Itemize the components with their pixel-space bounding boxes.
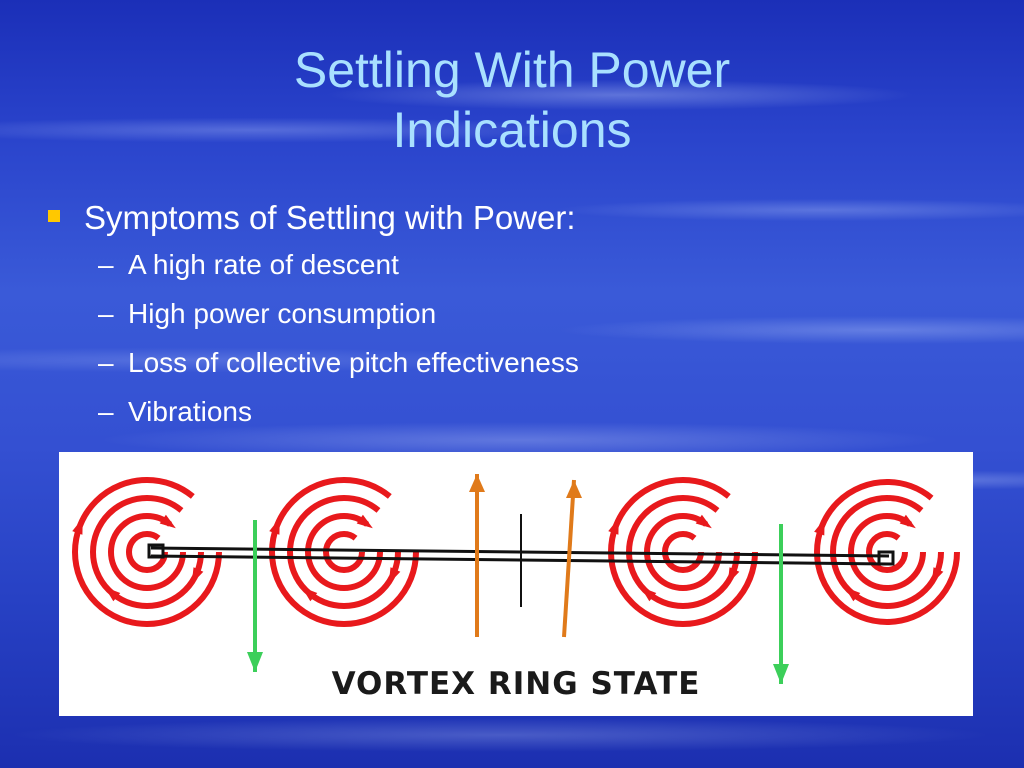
rotor-tip bbox=[147, 543, 165, 559]
vortex-arrow bbox=[727, 567, 740, 584]
vortex-arrow bbox=[899, 514, 916, 529]
vortex-arrow bbox=[931, 567, 944, 584]
vortex-ring bbox=[72, 477, 222, 627]
rotor-tip bbox=[877, 550, 895, 566]
vortex-ring bbox=[830, 495, 944, 609]
square-bullet-icon bbox=[48, 210, 60, 222]
dash-marker: – bbox=[98, 396, 114, 427]
downwash-arrow-head bbox=[247, 652, 263, 672]
vortex-arrow bbox=[356, 514, 373, 529]
vortex-arrow bbox=[72, 517, 83, 535]
sub-item-text: Loss of collective pitch effectiveness bbox=[128, 347, 579, 378]
vortex-arrow bbox=[608, 517, 619, 535]
sub-item: – Vibrations bbox=[46, 387, 986, 436]
title-line-2: Indications bbox=[392, 102, 632, 158]
vortex-arrow bbox=[695, 514, 712, 529]
upflow-arrow-shaft bbox=[562, 479, 576, 638]
vortex-ring bbox=[108, 513, 186, 591]
vortex-ring bbox=[848, 513, 926, 591]
vortex-ring bbox=[866, 531, 908, 573]
bullet-list: Symptoms of Settling with Power: – A hig… bbox=[46, 196, 986, 436]
sub-item: – High power consumption bbox=[46, 289, 986, 338]
vortex-arrow bbox=[104, 586, 121, 602]
sub-item-text: A high rate of descent bbox=[128, 249, 399, 280]
vortex-arrow bbox=[844, 586, 861, 602]
vortex-ring bbox=[305, 513, 383, 591]
bullet-item: Symptoms of Settling with Power: bbox=[46, 196, 986, 240]
vortex-arrow bbox=[301, 586, 318, 602]
vortex-ring-figure: VORTEX RING STATE bbox=[59, 452, 973, 716]
vortex-ring bbox=[662, 531, 704, 573]
title-line-1: Settling With Power bbox=[293, 42, 731, 98]
sub-item-text: Vibrations bbox=[128, 396, 253, 427]
slide-title: Settling With Power Indications bbox=[120, 40, 904, 160]
dash-marker: – bbox=[98, 249, 114, 280]
vortex-ring bbox=[323, 531, 365, 573]
vortex-diagram bbox=[72, 474, 960, 684]
bullet-text: Symptoms of Settling with Power: bbox=[84, 199, 576, 236]
sub-item: – A high rate of descent bbox=[46, 240, 986, 289]
vortex-arrow bbox=[814, 518, 825, 536]
upflow-arrow-head bbox=[469, 474, 485, 492]
vortex-arrow bbox=[159, 514, 176, 529]
vortex-arrow bbox=[191, 567, 204, 584]
vortex-arrow bbox=[640, 586, 657, 602]
figure-caption: VORTEX RING STATE bbox=[331, 666, 701, 702]
dash-marker: – bbox=[98, 298, 114, 329]
downwash-arrow-head bbox=[773, 664, 789, 684]
vortex-arrow bbox=[269, 517, 280, 535]
vortex-arrow bbox=[388, 567, 401, 584]
sub-item-text: High power consumption bbox=[128, 298, 437, 329]
vortex-ring bbox=[814, 479, 960, 625]
dash-marker: – bbox=[98, 347, 114, 378]
vortex-ring bbox=[126, 531, 168, 573]
sub-item: – Loss of collective pitch effectiveness bbox=[46, 338, 986, 387]
upflow-arrow-head bbox=[566, 480, 582, 498]
vortex-ring bbox=[90, 495, 204, 609]
